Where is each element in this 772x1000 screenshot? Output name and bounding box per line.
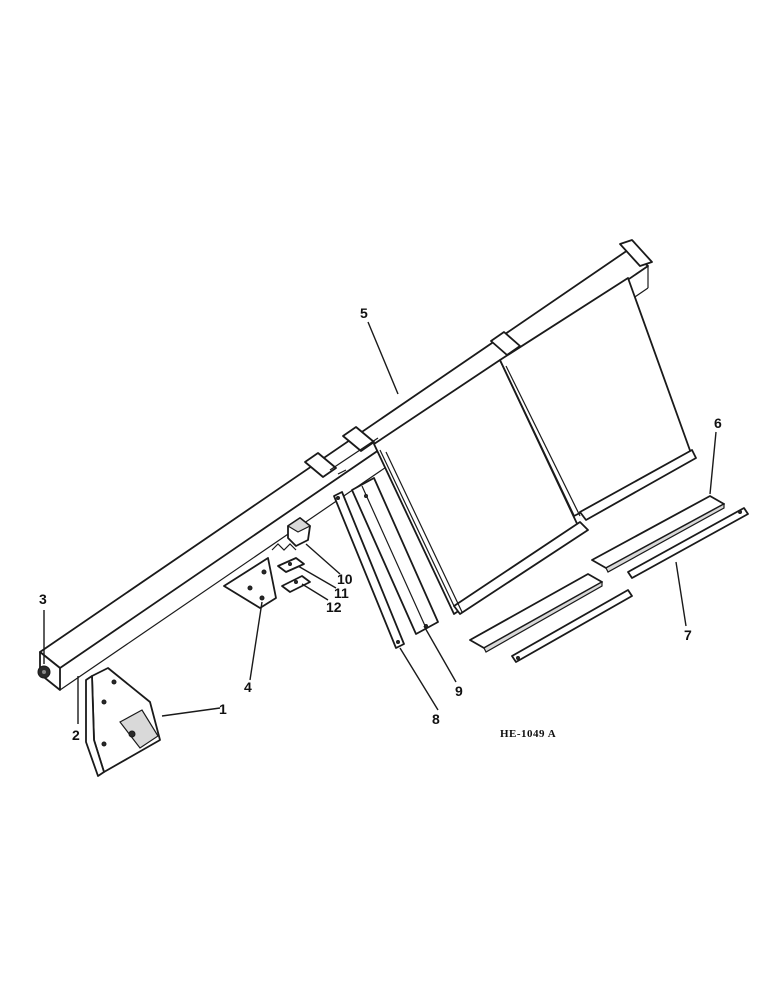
bar-strap-upper — [627, 507, 749, 579]
small-strap-b — [281, 575, 311, 593]
callout-10: 10 — [337, 571, 353, 587]
callout-3: 3 — [39, 591, 47, 607]
callout-7: 7 — [684, 627, 692, 643]
callout-1: 1 — [219, 701, 227, 717]
callout-6: 6 — [714, 415, 722, 431]
bar-strap-lower — [511, 589, 633, 663]
panel-upper — [499, 277, 697, 521]
callout-2: 2 — [72, 727, 80, 743]
spring-clip — [271, 543, 297, 551]
beam-end-cap — [37, 665, 51, 679]
callout-5: 5 — [360, 305, 368, 321]
angle-piece-upper — [591, 495, 725, 573]
callout-12: 12 — [326, 599, 342, 615]
mounting-bracket — [85, 667, 161, 777]
leader-lines — [43, 321, 717, 724]
angle-strip — [351, 477, 439, 635]
small-strap-a — [277, 557, 305, 573]
callout-9: 9 — [455, 683, 463, 699]
corner-plate — [223, 557, 277, 609]
reference-code: HE-1049 A — [500, 728, 556, 740]
callout-8: 8 — [432, 711, 440, 727]
panel-lower — [373, 359, 589, 615]
long-strip — [333, 491, 405, 649]
callout-11: 11 — [334, 585, 349, 601]
bumper-block — [286, 517, 312, 547]
callout-4: 4 — [244, 679, 252, 695]
angle-piece-lower — [469, 573, 603, 653]
